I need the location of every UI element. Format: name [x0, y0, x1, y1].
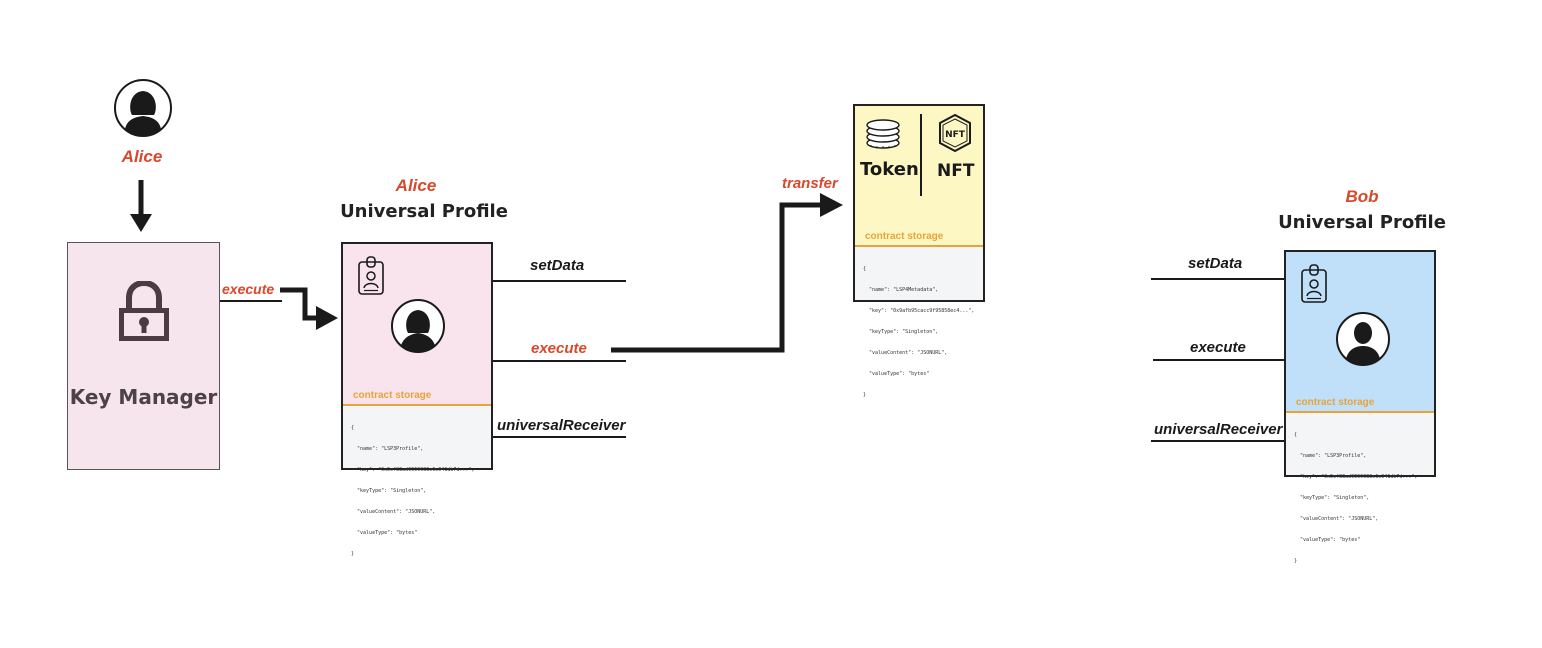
- male-user-icon: [1336, 312, 1390, 366]
- transfer-arrow: [611, 193, 843, 353]
- alice-setdata-label: setData: [530, 257, 585, 274]
- token-label: Token: [860, 159, 919, 180]
- bob-storage-code: { "name": "LSP3Profile", "key": "0x5ef83…: [1294, 432, 1418, 564]
- svg-text:NFT: NFT: [945, 130, 966, 140]
- asset-card: NFT Token NFT contract storage { "name":…: [853, 104, 985, 398]
- bob-execute-label: execute: [1190, 339, 1246, 356]
- bob-storage-label: contract storage: [1296, 397, 1375, 408]
- bob-storage-panel: { "name": "LSP3Profile", "key": "0x5ef83…: [1286, 413, 1434, 564]
- key-manager-label: Key Manager: [69, 385, 218, 409]
- id-badge-icon: [358, 256, 384, 295]
- bob-universalreceiver-label: universalReceiver: [1154, 421, 1283, 438]
- padlock-icon: [119, 281, 169, 341]
- asset-storage-code: { "name": "LSP4Metadata", "key": "0x9afb…: [863, 266, 975, 398]
- alice-storage-panel: { "name": "LSP3Profile", "key": "0x5ef83…: [343, 406, 491, 557]
- asset-storage-label: contract storage: [865, 231, 944, 242]
- nft-label: NFT: [937, 161, 975, 181]
- alice-storage-code: { "name": "LSP3Profile", "key": "0x5ef83…: [351, 425, 475, 557]
- asset-divider: [920, 114, 922, 196]
- female-user-icon: [391, 299, 445, 353]
- keymanager-execute-arrow: [219, 287, 338, 330]
- alice-profile-title: Universal Profile: [340, 201, 508, 222]
- female-user-icon: [114, 79, 172, 137]
- alice-avatar: [113, 78, 173, 138]
- keymanager-execute-label: execute: [222, 281, 275, 297]
- asset-storage-panel: { "name": "LSP4Metadata", "key": "0x9afb…: [855, 247, 983, 398]
- alice-universalreceiver-label: universalReceiver: [497, 417, 626, 434]
- alice-to-keymanager-arrow: [130, 180, 152, 232]
- transfer-label: transfer: [782, 175, 838, 192]
- key-manager-box: Key Manager: [67, 242, 220, 470]
- bob-storage-divider: [1286, 411, 1434, 413]
- alice-storage-label: contract storage: [353, 390, 432, 401]
- alice-profile-owner: Alice: [395, 176, 437, 195]
- bob-profile-card: contract storage { "name": "LSP3Profile"…: [1284, 250, 1436, 564]
- bob-profile-title: Universal Profile: [1278, 212, 1446, 233]
- alice-storage-divider: [343, 404, 491, 406]
- id-badge-icon: [1301, 264, 1327, 303]
- coin-stack-icon: [866, 119, 900, 149]
- alice-actor-name: Alice: [121, 147, 163, 166]
- bob-profile-owner: Bob: [1345, 187, 1379, 206]
- alice-execute-label: execute: [531, 340, 587, 357]
- bob-setdata-label: setData: [1188, 255, 1243, 272]
- alice-profile-card: contract storage { "name": "LSP3Profile"…: [341, 242, 493, 557]
- asset-storage-divider: [855, 245, 983, 247]
- nft-icon: NFT: [939, 113, 971, 153]
